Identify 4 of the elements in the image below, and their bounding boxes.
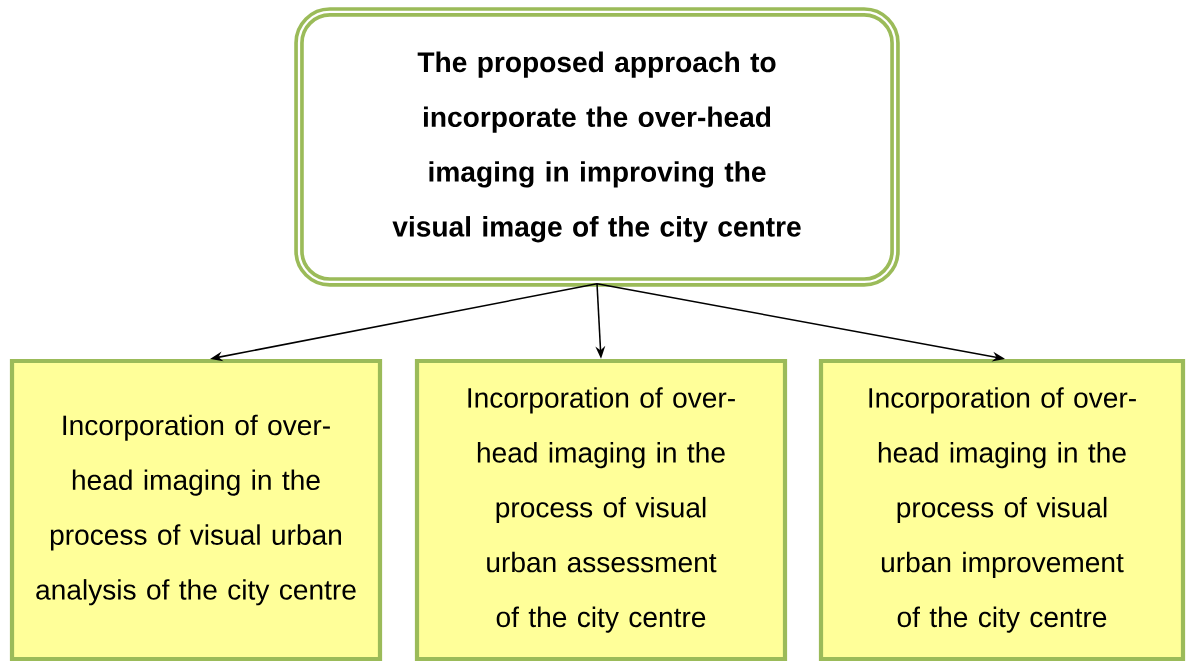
- process-box: Incorporation of over-head imaging in the process of visual urban analysis of the city centre: [9, 358, 383, 662]
- process-box: Incorporation of over-head imaging in the process of visual urban assessment of the city centre: [414, 358, 788, 662]
- title-box: The proposed approach to incorporate the over-head imaging in improving the visual image of the city centre: [294, 7, 900, 287]
- process-box: Incorporation of over-head imaging in the process of visual urban improvement of the city centre: [818, 358, 1186, 662]
